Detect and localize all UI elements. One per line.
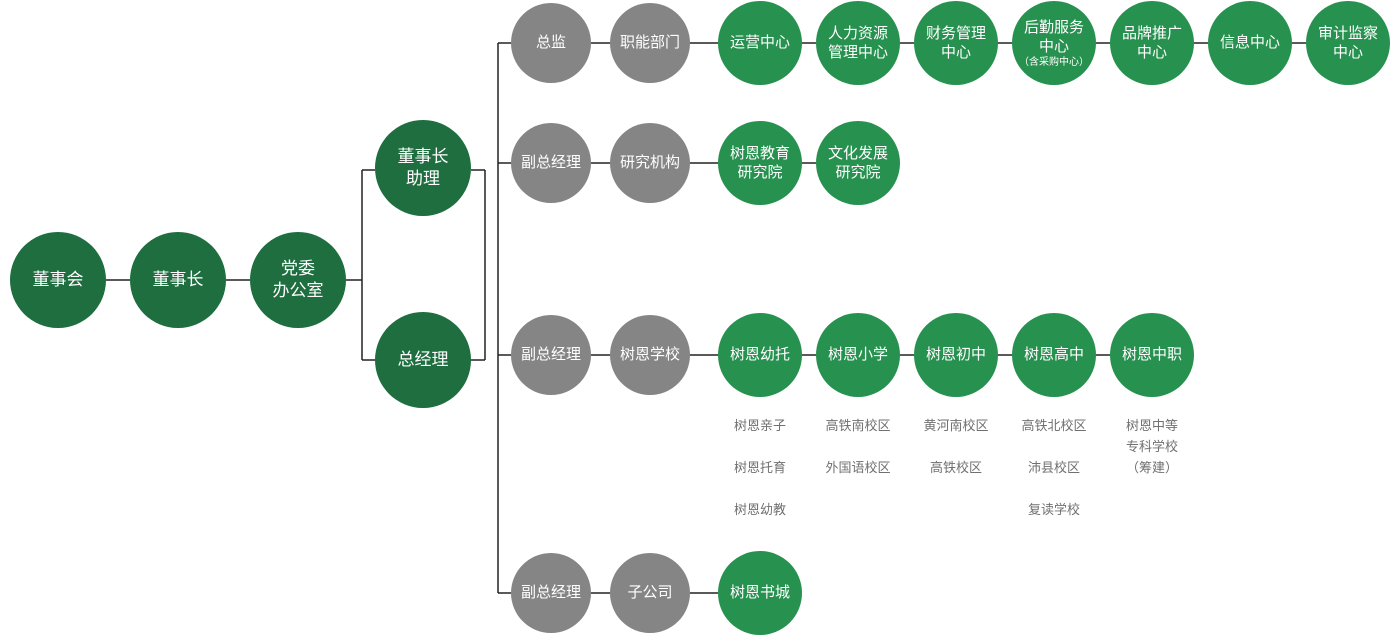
branch-dept-node[interactable]: 职能部门 <box>610 3 690 83</box>
campus-item: 树恩中等 <box>1125 419 1178 434</box>
unit-node-label: 中心 <box>940 43 971 61</box>
unit-node[interactable]: 树恩初中 <box>914 313 998 397</box>
unit-node-label: 审计监察 <box>1317 23 1378 42</box>
unit-node[interactable]: 审计监察中心 <box>1306 1 1390 85</box>
branch-head-node[interactable]: 副总经理 <box>511 315 591 395</box>
unit-node-label: 管理中心 <box>827 43 888 61</box>
branch-head-node-label: 总监 <box>535 33 566 52</box>
unit-node[interactable]: 树恩小学 <box>816 313 900 397</box>
unit-node-label: 中心 <box>1038 37 1069 55</box>
campus-item: 外国语校区 <box>825 461 891 476</box>
campus-item: 沛县校区 <box>1027 461 1080 476</box>
board-node-label: 董事会 <box>32 269 84 290</box>
unit-node[interactable]: 树恩教育研究院 <box>718 121 802 205</box>
campus-item: 复读学校 <box>1027 503 1080 518</box>
general-manager-node[interactable]: 总经理 <box>375 312 471 408</box>
unit-node-label: 中心 <box>1332 43 1363 61</box>
branch-head-node-label: 副总经理 <box>520 345 581 364</box>
campus-item <box>908 437 1004 458</box>
assistant-node-label: 助理 <box>406 169 440 189</box>
unit-node-label: 信息中心 <box>1219 33 1280 52</box>
unit-node-label: 树恩中职 <box>1121 345 1182 364</box>
unit-campus-list: 树恩中等专科学校 （筹建） <box>1104 416 1200 479</box>
branch-dept-node-label: 职能部门 <box>619 33 680 52</box>
branch-head-node-label: 副总经理 <box>520 583 581 602</box>
campus-item: 树恩亲子 <box>733 419 786 434</box>
campus-item: 树恩幼教 <box>733 503 786 518</box>
branch-dept-node-label: 子公司 <box>627 583 673 602</box>
unit-node-label: 树恩书城 <box>729 583 790 602</box>
campus-item: 高铁北校区 <box>1021 419 1087 434</box>
campus-item <box>712 479 808 500</box>
unit-node[interactable]: 树恩幼托 <box>718 313 802 397</box>
branch-dept-node[interactable]: 子公司 <box>610 553 690 633</box>
unit-node[interactable]: 后勤服务中心（含采购中心） <box>1012 1 1096 85</box>
unit-node[interactable]: 品牌推广中心 <box>1110 1 1194 85</box>
unit-node-label: 文化发展 <box>827 143 888 162</box>
party-office-node[interactable]: 党委办公室 <box>250 232 346 328</box>
campus-item: 高铁校区 <box>929 461 982 476</box>
unit-campus-list: 高铁南校区 外国语校区 <box>810 416 906 479</box>
unit-node[interactable]: 树恩书城 <box>718 551 802 635</box>
unit-campus-list: 树恩亲子 树恩托育 树恩幼教 <box>712 416 808 521</box>
unit-node[interactable]: 人力资源管理中心 <box>816 1 900 85</box>
branch-dept-node[interactable]: 树恩学校 <box>610 315 690 395</box>
campus-item <box>1006 479 1102 500</box>
unit-node[interactable]: 文化发展研究院 <box>816 121 900 205</box>
unit-node[interactable]: 树恩中职 <box>1110 313 1194 397</box>
campus-item: 高铁南校区 <box>825 419 891 434</box>
unit-node-label: 树恩教育 <box>729 143 790 162</box>
unit-node-label: 品牌推广 <box>1121 23 1182 42</box>
unit-node[interactable]: 树恩高中 <box>1012 313 1096 397</box>
unit-node-label: 研究院 <box>737 163 783 181</box>
assistant-node-label: 董事长 <box>397 146 449 167</box>
campus-item: 黄河南校区 <box>923 419 989 434</box>
branch-dept-node-label: 研究机构 <box>619 153 680 172</box>
branch-head-node[interactable]: 副总经理 <box>511 553 591 633</box>
unit-node-label: 树恩小学 <box>827 345 888 364</box>
campus-item <box>810 437 906 458</box>
unit-node-label: 中心 <box>1136 43 1167 61</box>
unit-campus-list: 高铁北校区 沛县校区 复读学校 <box>1006 416 1102 521</box>
chairman-node-label: 董事长 <box>152 269 204 290</box>
campus-item: 树恩托育 <box>733 461 786 476</box>
branch-head-node[interactable]: 副总经理 <box>511 123 591 203</box>
party-office-node-label: 办公室 <box>272 281 324 301</box>
general-manager-node-label: 总经理 <box>397 349 449 370</box>
party-office-node-label: 党委 <box>281 258 315 279</box>
branch-head-node-label: 副总经理 <box>520 153 581 172</box>
unit-campus-list: 黄河南校区 高铁校区 <box>908 416 1004 479</box>
campus-item <box>1006 437 1102 458</box>
branch-dept-node[interactable]: 研究机构 <box>610 123 690 203</box>
campus-item: （筹建） <box>1125 461 1178 476</box>
unit-node[interactable]: 信息中心 <box>1208 1 1292 85</box>
chairman-node[interactable]: 董事长 <box>130 232 226 328</box>
unit-node[interactable]: 运营中心 <box>718 1 802 85</box>
campus-item <box>712 437 808 458</box>
unit-node-label: 树恩高中 <box>1023 345 1084 364</box>
campus-item: 专科学校 <box>1125 440 1178 455</box>
unit-node-label: 人力资源 <box>827 23 888 42</box>
unit-node-label: 树恩幼托 <box>729 345 790 364</box>
unit-node-label: 研究院 <box>835 163 881 181</box>
unit-node-label: 树恩初中 <box>925 345 986 364</box>
unit-node-label: 后勤服务 <box>1023 17 1084 36</box>
unit-node[interactable]: 财务管理中心 <box>914 1 998 85</box>
unit-node-sublabel: （含采购中心） <box>1019 56 1089 68</box>
board-node[interactable]: 董事会 <box>10 232 106 328</box>
assistant-node[interactable]: 董事长助理 <box>375 120 471 216</box>
unit-node-label: 财务管理 <box>925 23 986 42</box>
branch-head-node[interactable]: 总监 <box>511 3 591 83</box>
branch-dept-node-label: 树恩学校 <box>619 345 680 364</box>
unit-node-label: 运营中心 <box>729 33 790 52</box>
